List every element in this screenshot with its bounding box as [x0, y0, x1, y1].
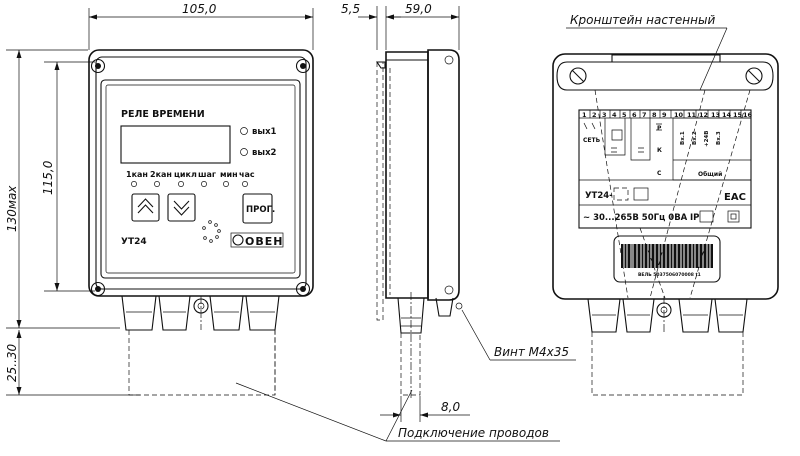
svg-text:ОВЕН: ОВЕН	[245, 235, 283, 248]
dim-gap-5-5: 5,5	[341, 2, 401, 50]
svg-text:13: 13	[711, 111, 720, 119]
dim-width-105: 105,0	[88, 2, 314, 50]
svg-text:Вх.1: Вх.1	[680, 131, 686, 145]
svg-text:9: 9	[662, 111, 667, 119]
dim-115-label: 115,0	[41, 160, 55, 195]
svg-text:12: 12	[699, 111, 708, 119]
wall-bracket	[556, 61, 774, 91]
indicator-step: шаг	[198, 170, 216, 179]
prog-button[interactable]: ПРОГ.	[242, 193, 275, 224]
svg-text:7: 7	[642, 111, 647, 119]
svg-text:4: 4	[612, 111, 617, 119]
svg-text:15: 15	[733, 111, 743, 119]
svg-text:3: 3	[602, 111, 607, 119]
rear-wire-routes	[594, 89, 751, 299]
svg-text:6: 6	[632, 111, 637, 119]
rear-housing	[552, 53, 779, 300]
indicator-1kan: 1кан	[126, 170, 148, 179]
rear-view: Кронштейн настенный 1 2 3 4 5 6 7 8 9 10…	[552, 13, 779, 396]
dim-cable-25-30: 25..30	[5, 330, 140, 396]
barcode-text: ВЕЛЬ 5037506070008 t1	[638, 272, 701, 278]
down-button[interactable]	[167, 193, 196, 222]
bracket-label: Кронштейн настенный	[570, 13, 715, 27]
model-label: УТ24	[121, 237, 147, 247]
dim-depth-59: 59,0	[386, 2, 460, 50]
dim-wire-8: 8,0	[380, 396, 470, 422]
display-window	[120, 125, 231, 164]
indicator-hour: час	[239, 170, 255, 179]
dim-8-label: 8,0	[441, 400, 460, 414]
screw-callout: Винт М4х35	[461, 309, 576, 361]
model-code: УТ24-	[585, 191, 613, 201]
front-view: 105,0 130мах 115,0 25..30	[5, 2, 314, 396]
common-label: Общий	[698, 171, 722, 178]
dim-5-5-label: 5,5	[341, 2, 360, 16]
terminal-numbers: 1 2 3 4 5 6 7 8 9 10 11 12 13 14 15 16	[582, 111, 753, 119]
wiring-label: Подключение проводов	[398, 426, 549, 440]
brand-logo: ОВЕН	[230, 232, 284, 248]
input-labels: Вх.1 Вх.2 +24В Вх.3	[680, 131, 722, 147]
status-dots	[202, 220, 221, 243]
barcode: ВЕЛЬ 5037506070008 t1	[613, 235, 721, 283]
rear-cable-glands	[587, 296, 748, 396]
panel-title: РЕЛЕ ВРЕМЕНИ	[121, 109, 205, 120]
svg-text:5: 5	[622, 111, 627, 119]
side-view: 5,5 59,0	[341, 2, 576, 422]
svg-text:10: 10	[674, 111, 684, 119]
svg-text:16: 16	[743, 111, 753, 119]
indicator-2kan: 2кан	[150, 170, 172, 179]
front-panel-window	[100, 79, 301, 279]
relay-schematic	[583, 117, 752, 181]
bracket-callout: Кронштейн настенный	[566, 13, 728, 91]
indicator-min: мин	[220, 170, 238, 179]
svg-text:2: 2	[592, 111, 597, 119]
up-button[interactable]	[131, 193, 160, 222]
svg-text:Вх.3: Вх.3	[716, 131, 722, 145]
wiring-callout: Подключение проводов	[235, 382, 560, 442]
dim-height-115: 115,0	[41, 61, 95, 292]
out2-label: вых2	[252, 148, 277, 158]
ip-label: IP	[690, 213, 699, 223]
svg-text:+24В: +24В	[704, 131, 710, 147]
front-cable-glands	[121, 295, 280, 331]
dim-105-label: 105,0	[182, 2, 217, 16]
prog-button-label: ПРОГ.	[246, 205, 275, 215]
out1-led	[240, 127, 248, 135]
out1-label: вых1	[252, 127, 277, 137]
front-cables-dashed	[128, 330, 276, 396]
channel-k: К	[657, 147, 662, 154]
eac-mark: EAC	[724, 192, 746, 203]
out2-led	[240, 148, 248, 156]
dim-59-label: 59,0	[405, 2, 432, 16]
screw-label: Винт М4х35	[494, 345, 569, 359]
dim-height-130: 130мах	[5, 49, 120, 329]
voltage-label: ~ 30...265В 50Гц 0ВА	[583, 213, 688, 223]
side-front-cover	[427, 49, 460, 301]
channel-r: Р	[657, 125, 662, 132]
power-label: СЕТЬ	[583, 137, 601, 144]
channel-c: С	[657, 170, 662, 177]
dim-130-label: 130мах	[5, 185, 19, 232]
svg-text:11: 11	[687, 111, 697, 119]
svg-text:1: 1	[582, 111, 587, 119]
side-body	[385, 51, 429, 299]
svg-text:8: 8	[652, 111, 657, 119]
corner-screws	[90, 58, 311, 297]
svg-text:14: 14	[722, 111, 732, 119]
indicator-row: 1кан 2кан цикл шаг мин час	[126, 170, 255, 187]
svg-text:Вх.2: Вх.2	[692, 131, 698, 145]
dim-25-30-label: 25..30	[5, 343, 19, 382]
indicator-cycle: цикл	[174, 170, 197, 179]
